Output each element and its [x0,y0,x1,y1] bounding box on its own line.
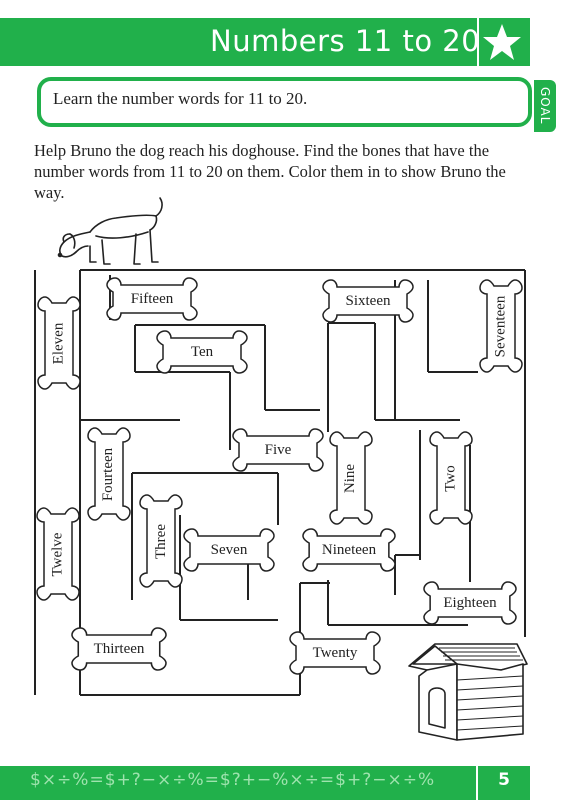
bone-label: Five [264,441,292,458]
bone-seven[interactable]: Seven [183,528,275,572]
bone-label: Seventeen [492,295,509,357]
bone-fifteen[interactable]: Fifteen [106,277,198,321]
bone-label: Twelve [49,532,66,576]
bone-three[interactable]: Three [139,494,183,588]
bone-label: Thirteen [93,640,145,657]
goal-box [37,77,532,127]
bone-eighteen[interactable]: Eighteen [423,581,517,625]
bone-label: Twenty [312,644,358,661]
footer-divider [476,766,478,800]
bone-eleven[interactable]: Eleven [37,296,81,390]
bone-nineteen[interactable]: Nineteen [302,528,396,572]
instructions-text: Help Bruno the dog reach his doghouse. F… [34,141,506,202]
page-number-box [478,766,530,800]
header-bar [0,18,530,66]
bone-label: Sixteen [345,292,391,309]
footer-math-symbols: $×÷%=$+?−×÷%=$?+−%×÷=$+?−×÷% [30,770,436,790]
header-divider [477,18,479,66]
bone-twelve[interactable]: Twelve [36,507,80,601]
bone-seventeen[interactable]: Seventeen [479,279,523,373]
bone-label: Ten [190,343,214,360]
bone-label: Nineteen [321,541,377,558]
bone-label: Three [152,523,169,559]
bone-nine[interactable]: Nine [329,431,373,525]
bone-five[interactable]: Five [232,428,324,472]
bone-label: Seven [210,541,248,558]
bone-fourteen[interactable]: Fourteen [87,427,131,521]
bone-twenty[interactable]: Twenty [289,631,381,675]
page-title: Numbers 11 to 20 [210,24,481,58]
bone-label: Fifteen [130,290,174,307]
bone-two[interactable]: Two [429,431,473,525]
goal-tab-label: GOAL [538,87,552,125]
footer-bar [0,766,476,800]
star-icon [483,24,521,60]
goal-text: Learn the number words for 11 to 20. [53,89,308,108]
bone-thirteen[interactable]: Thirteen [71,627,167,671]
goal-tab [534,80,556,132]
doghouse-icon [408,643,528,741]
bone-label: Eighteen [443,594,497,611]
bone-label: Fourteen [100,447,117,501]
bone-label: Nine [342,463,359,493]
bone-label: Eleven [50,322,67,364]
bone-label: Two [442,464,459,492]
bone-sixteen[interactable]: Sixteen [322,279,414,323]
bone-ten[interactable]: Ten [156,330,248,374]
dog-icon [57,197,163,265]
page-number: 5 [498,770,510,790]
